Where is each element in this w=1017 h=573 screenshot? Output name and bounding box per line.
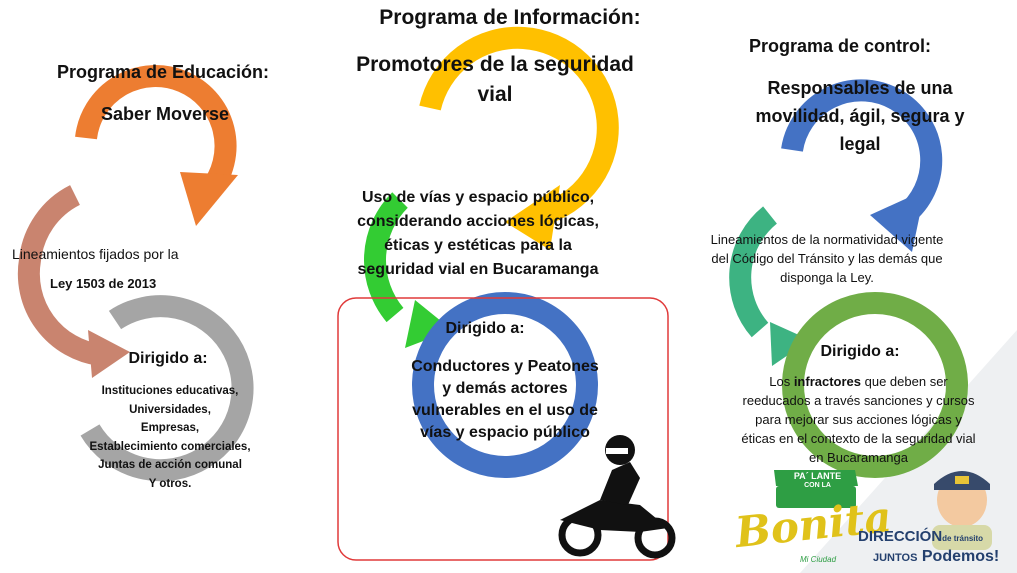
education-lineamientos-line: Lineamientos fijados por la — [12, 246, 179, 262]
podemos-word: Podemos! — [921, 548, 1000, 565]
control-target-line: para mejorar sus acciones lógicas y — [755, 412, 962, 427]
control-target-line: Los infractores que deben ser — [700, 372, 1017, 391]
information-arrows — [364, 26, 619, 478]
info-target-line: Conductores y Peatones — [411, 358, 599, 375]
control-arrows — [729, 79, 968, 478]
control-target-bold: infractores — [793, 374, 862, 389]
info-target-line: vulnerables en el uso de — [412, 402, 598, 419]
education-targets-list: Instituciones educativas, Universidades,… — [40, 382, 300, 493]
direccion-label: DIRECCIÓNde tránsito — [858, 528, 983, 545]
orange-arc-arrow — [75, 65, 237, 197]
control-target: Los infractores que deben ser reeducados… — [700, 372, 1017, 467]
info-dirigido-label: Dirigido a: — [445, 320, 525, 337]
teal-arrowhead — [770, 322, 810, 366]
education-lineamientos: Lineamientos fijados por la Ley 1503 de … — [12, 240, 272, 298]
de-transito-word: de tránsito — [942, 534, 984, 543]
education-dirigido-label: Dirigido a: — [128, 350, 208, 367]
blue-circle — [412, 292, 598, 478]
education-target-item: Universidades, — [129, 403, 211, 416]
control-target-post: que deben ser — [861, 374, 948, 389]
palante-line: PA´ LANTE — [793, 471, 842, 481]
control-dirigido-label: Dirigido a: — [820, 343, 900, 360]
lime-circle — [782, 292, 968, 478]
control-target-line: reeducados a través sanciones y cursos — [742, 393, 975, 408]
control-subtitle-line: legal — [839, 134, 881, 154]
palante-label: PA´ LANTE CON LA — [780, 471, 855, 491]
juntos-word: JUNTOS — [873, 552, 918, 564]
juntos-podemos-label: JUNTOS Podemos! — [873, 548, 999, 566]
control-lineamientos-line: del Código del Tránsito y las demás que — [711, 251, 943, 266]
info-desc-line: Uso de vías y espacio público, — [361, 189, 595, 206]
yellow-arc-arrow — [419, 26, 619, 226]
control-subtitle-line: movilidad, ágil, segura y — [755, 106, 965, 126]
control-target-line: en Bucaramanga — [808, 450, 908, 465]
info-target-line: y demás actores — [442, 380, 568, 397]
control-target-pre: Los — [769, 374, 794, 389]
education-arrows — [17, 65, 254, 482]
control-target-line: éticas en el contexto de la seguridad vi… — [741, 431, 976, 446]
salmon-arrowhead — [88, 330, 130, 378]
info-subtitle-line: Promotores de la seguridad — [356, 53, 634, 76]
palante-line: CON LA — [804, 482, 831, 489]
info-target-line: vías y espacio público — [420, 424, 590, 441]
info-program-subtitle: Promotores de la seguridad vial — [320, 50, 670, 110]
education-target-item: Y otros. — [148, 477, 192, 490]
teal-arc-arrow — [729, 206, 778, 338]
control-program-heading: Programa de control: — [748, 36, 932, 56]
education-target-item: Empresas, — [140, 422, 200, 434]
education-program-heading: Programa de Educación: — [56, 62, 270, 82]
blue-arc-arrow — [781, 79, 943, 224]
control-lineamientos-line: disponga la Ley. — [780, 270, 874, 285]
bonita-logo — [774, 470, 858, 508]
bonita-subtext: Mi Ciudad — [800, 555, 837, 564]
control-program-subtitle: Responsables de una movilidad, ágil, seg… — [715, 74, 1005, 158]
yellow-arrowhead — [505, 185, 560, 250]
control-lineamientos: Lineamientos de la normatividad vigente … — [662, 230, 992, 287]
highlight-box — [337, 297, 669, 561]
orange-arrowhead — [180, 172, 238, 226]
gray-arc — [80, 295, 254, 482]
traffic-officer-avatar — [932, 471, 992, 550]
info-subtitle-line: vial — [477, 83, 513, 106]
info-desc-line: considerando acciones lógicas, — [357, 213, 599, 230]
education-program-subtitle: Saber Moverse — [100, 104, 230, 124]
motorcycle-rider-icon — [558, 435, 676, 559]
direccion-word: DIRECCIÓN — [858, 528, 943, 545]
green-arc-arrow — [364, 192, 409, 323]
info-desc-line: éticas y estéticas para la — [384, 237, 572, 254]
education-target-item: Instituciones educativas, — [101, 385, 239, 397]
info-target: Conductores y Peatones y demás actores v… — [365, 356, 645, 444]
info-desc-line: seguridad vial en Bucaramanga — [357, 261, 599, 278]
blue-arrowhead — [870, 190, 925, 252]
control-subtitle-line: Responsables de una — [767, 78, 953, 98]
info-description: Uso de vías y espacio público, considera… — [318, 186, 638, 282]
control-lineamientos-line: Lineamientos de la normatividad vigente — [710, 232, 944, 247]
education-target-item: Juntas de acción comunal — [98, 459, 242, 471]
education-law-reference: Ley 1503 de 2013 — [50, 276, 157, 291]
green-arrowhead — [405, 300, 452, 348]
salmon-arc-arrow — [17, 185, 102, 366]
info-program-heading: Programa de Información: — [379, 6, 641, 29]
education-target-item: Establecimiento comerciales, — [89, 440, 251, 453]
